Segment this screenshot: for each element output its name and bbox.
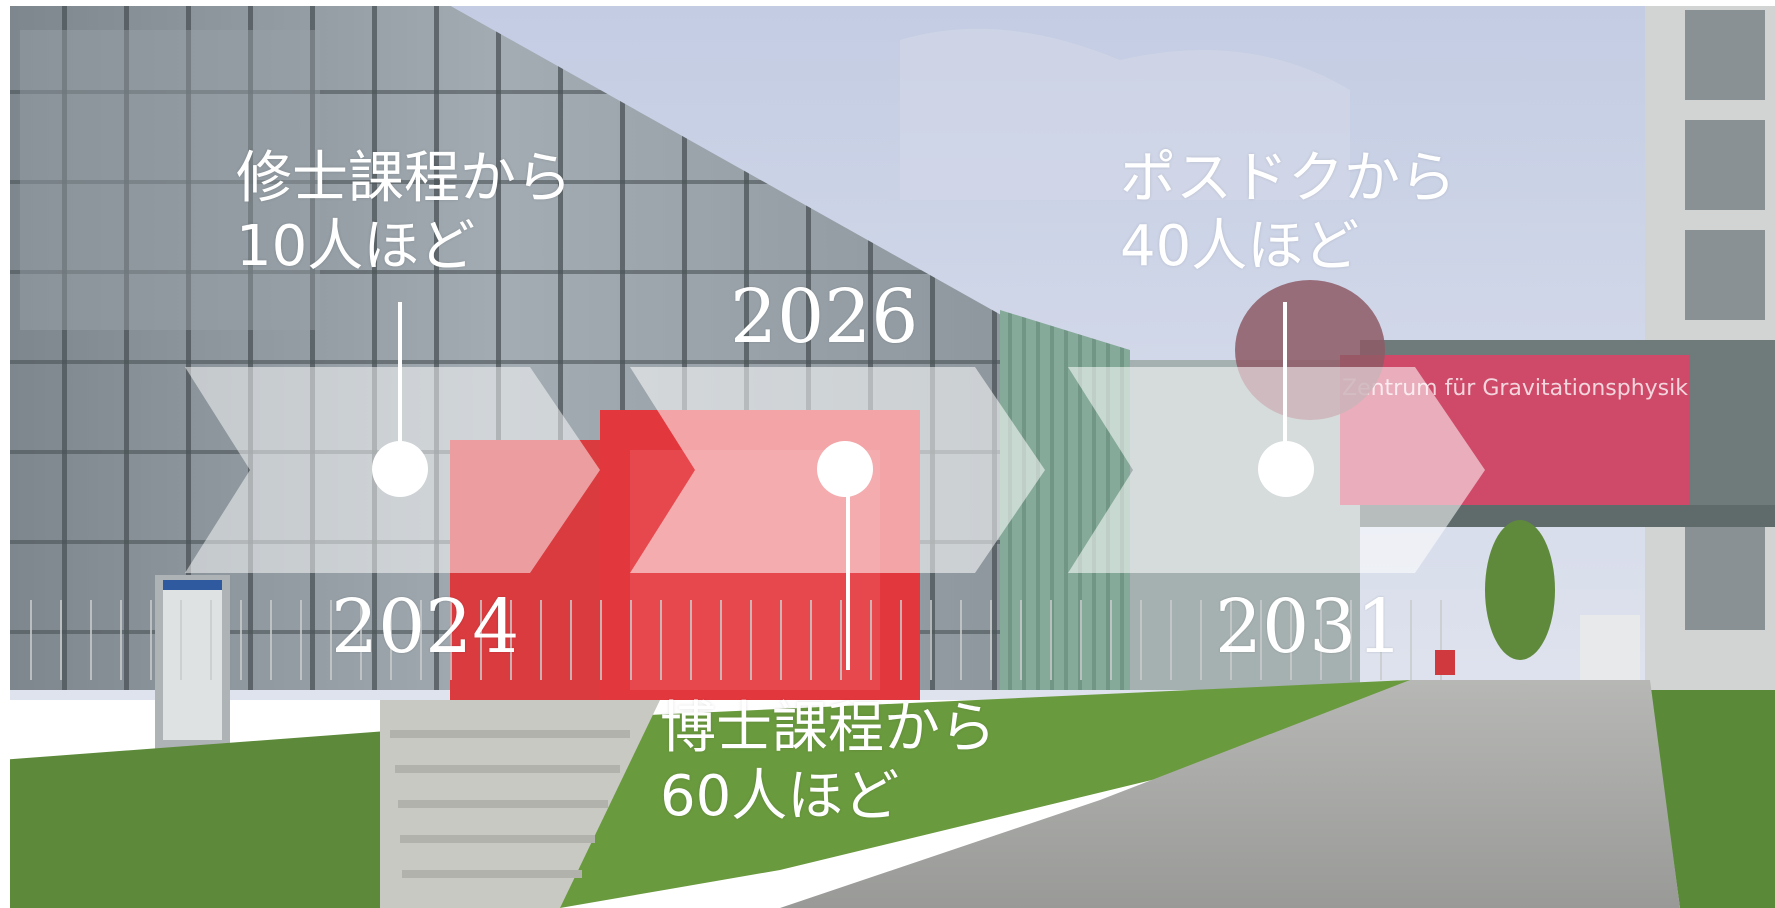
step-3-year: 2031 [1215, 584, 1404, 670]
step-3-line1: ポスドクから [1120, 146, 1456, 211]
step-3-line2: 40人ほど [1120, 214, 1360, 279]
step-1-line1: 修士課程から [236, 146, 572, 211]
step-3-label: ポスドクから 40人ほど [1120, 145, 1456, 281]
step-3-marker [1258, 441, 1314, 497]
step-2-marker [817, 441, 873, 497]
step-1-connector [398, 302, 402, 442]
step-2-line2: 60人ほど [660, 764, 900, 829]
step-1-label: 修士課程から 10人ほど [236, 145, 572, 281]
step-2-connector [846, 490, 850, 670]
frame-top-border [0, 0, 1775, 6]
frame-left-border [0, 0, 10, 908]
step-3-connector [1283, 302, 1287, 442]
step-2-label: 博士課程から 60人ほど [660, 695, 996, 831]
step-1-year: 2024 [331, 584, 520, 670]
step-1-marker [372, 441, 428, 497]
step-1-line2: 10人ほど [236, 214, 476, 279]
step-2-line1: 博士課程から [660, 696, 996, 761]
step-2-year: 2026 [730, 274, 919, 360]
